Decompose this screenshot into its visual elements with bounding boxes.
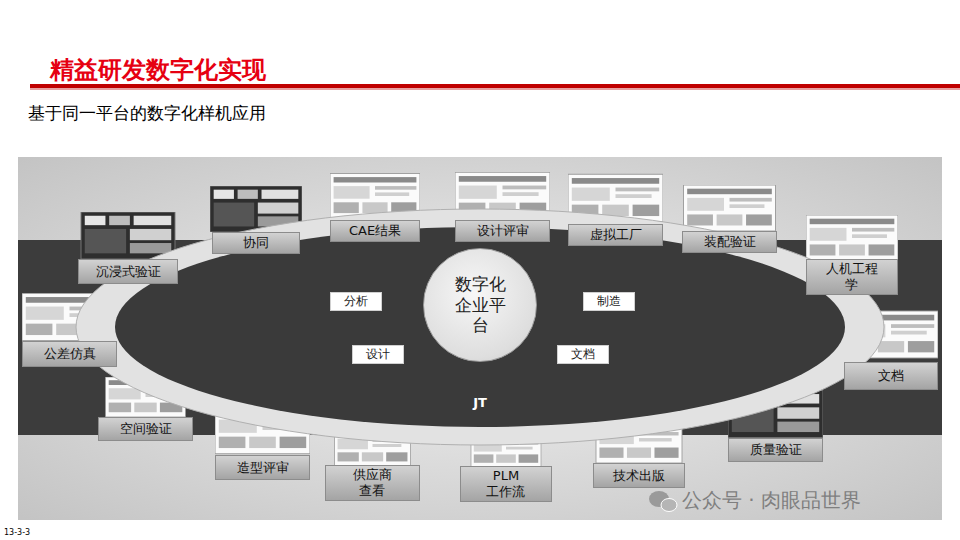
- node-text: 装配验证: [704, 234, 756, 250]
- node-text: 设计: [366, 347, 390, 361]
- application-label: 文档: [844, 362, 938, 390]
- application-label: 公差仿真: [22, 341, 117, 367]
- node-text: PLM 工作流: [486, 468, 526, 499]
- aspect-tag: 制造: [583, 292, 635, 311]
- aspect-tag: 分析: [330, 292, 382, 311]
- node-text: 文档: [878, 368, 904, 384]
- application-label: PLM 工作流: [460, 466, 552, 502]
- page-number: 13-3-3: [4, 528, 30, 537]
- wechat-icon: [649, 491, 677, 512]
- node-text: 设计评审: [477, 223, 529, 239]
- slide-title: 精益研发数字化实现: [50, 54, 266, 86]
- application-label: 沉浸式验证: [78, 259, 178, 284]
- node-text: 数字化企业平台: [454, 274, 506, 335]
- node-text: 公差仿真: [44, 346, 96, 362]
- aspect-tag: 设计: [352, 345, 404, 364]
- title-rule-shadow: [30, 88, 960, 90]
- application-label: 虚拟工厂: [568, 224, 663, 246]
- aspect-tag: 文档: [557, 345, 609, 364]
- screenshot-thumb: [81, 212, 175, 259]
- node-text: 空间验证: [120, 421, 172, 437]
- node-text: 质量验证: [750, 442, 802, 458]
- application-label: 供应商查看: [325, 465, 420, 501]
- node-text: 制造: [597, 294, 621, 308]
- node-text: 分析: [344, 294, 368, 308]
- node-text: 协同: [243, 235, 269, 251]
- node-text: 人机工程学: [826, 261, 879, 292]
- node-text: 技术出版: [613, 468, 665, 484]
- node-text: 造型评审: [237, 460, 289, 476]
- application-label: 技术出版: [593, 463, 685, 488]
- title-rule: [30, 84, 960, 88]
- application-label: 设计评审: [455, 220, 550, 242]
- outer-ring: [76, 209, 884, 445]
- node-text: 文档: [571, 347, 595, 361]
- watermark: 公众号 · 肉眼品世界: [682, 487, 861, 514]
- application-label: CAE结果: [330, 220, 420, 242]
- node-text: 供应商查看: [353, 467, 393, 498]
- node-text: 沉浸式验证: [96, 264, 161, 280]
- screenshot-thumb: [806, 215, 898, 261]
- screenshot-thumb: [684, 185, 776, 231]
- application-label: 空间验证: [98, 417, 193, 441]
- platform-circle: 数字化企业平台: [423, 248, 537, 362]
- application-label: 装配验证: [682, 231, 777, 253]
- application-label: 协同: [212, 232, 300, 254]
- application-label: 质量验证: [728, 438, 823, 462]
- application-label: 人机工程学: [806, 259, 898, 295]
- panel-ground: [18, 157, 942, 520]
- node-text: 虚拟工厂: [590, 227, 642, 243]
- node-text: CAE结果: [349, 223, 401, 239]
- application-label: 造型评审: [215, 455, 310, 480]
- subtitle: 基于同一平台的数字化样机应用: [28, 102, 266, 125]
- format-label: JT: [75, 395, 885, 411]
